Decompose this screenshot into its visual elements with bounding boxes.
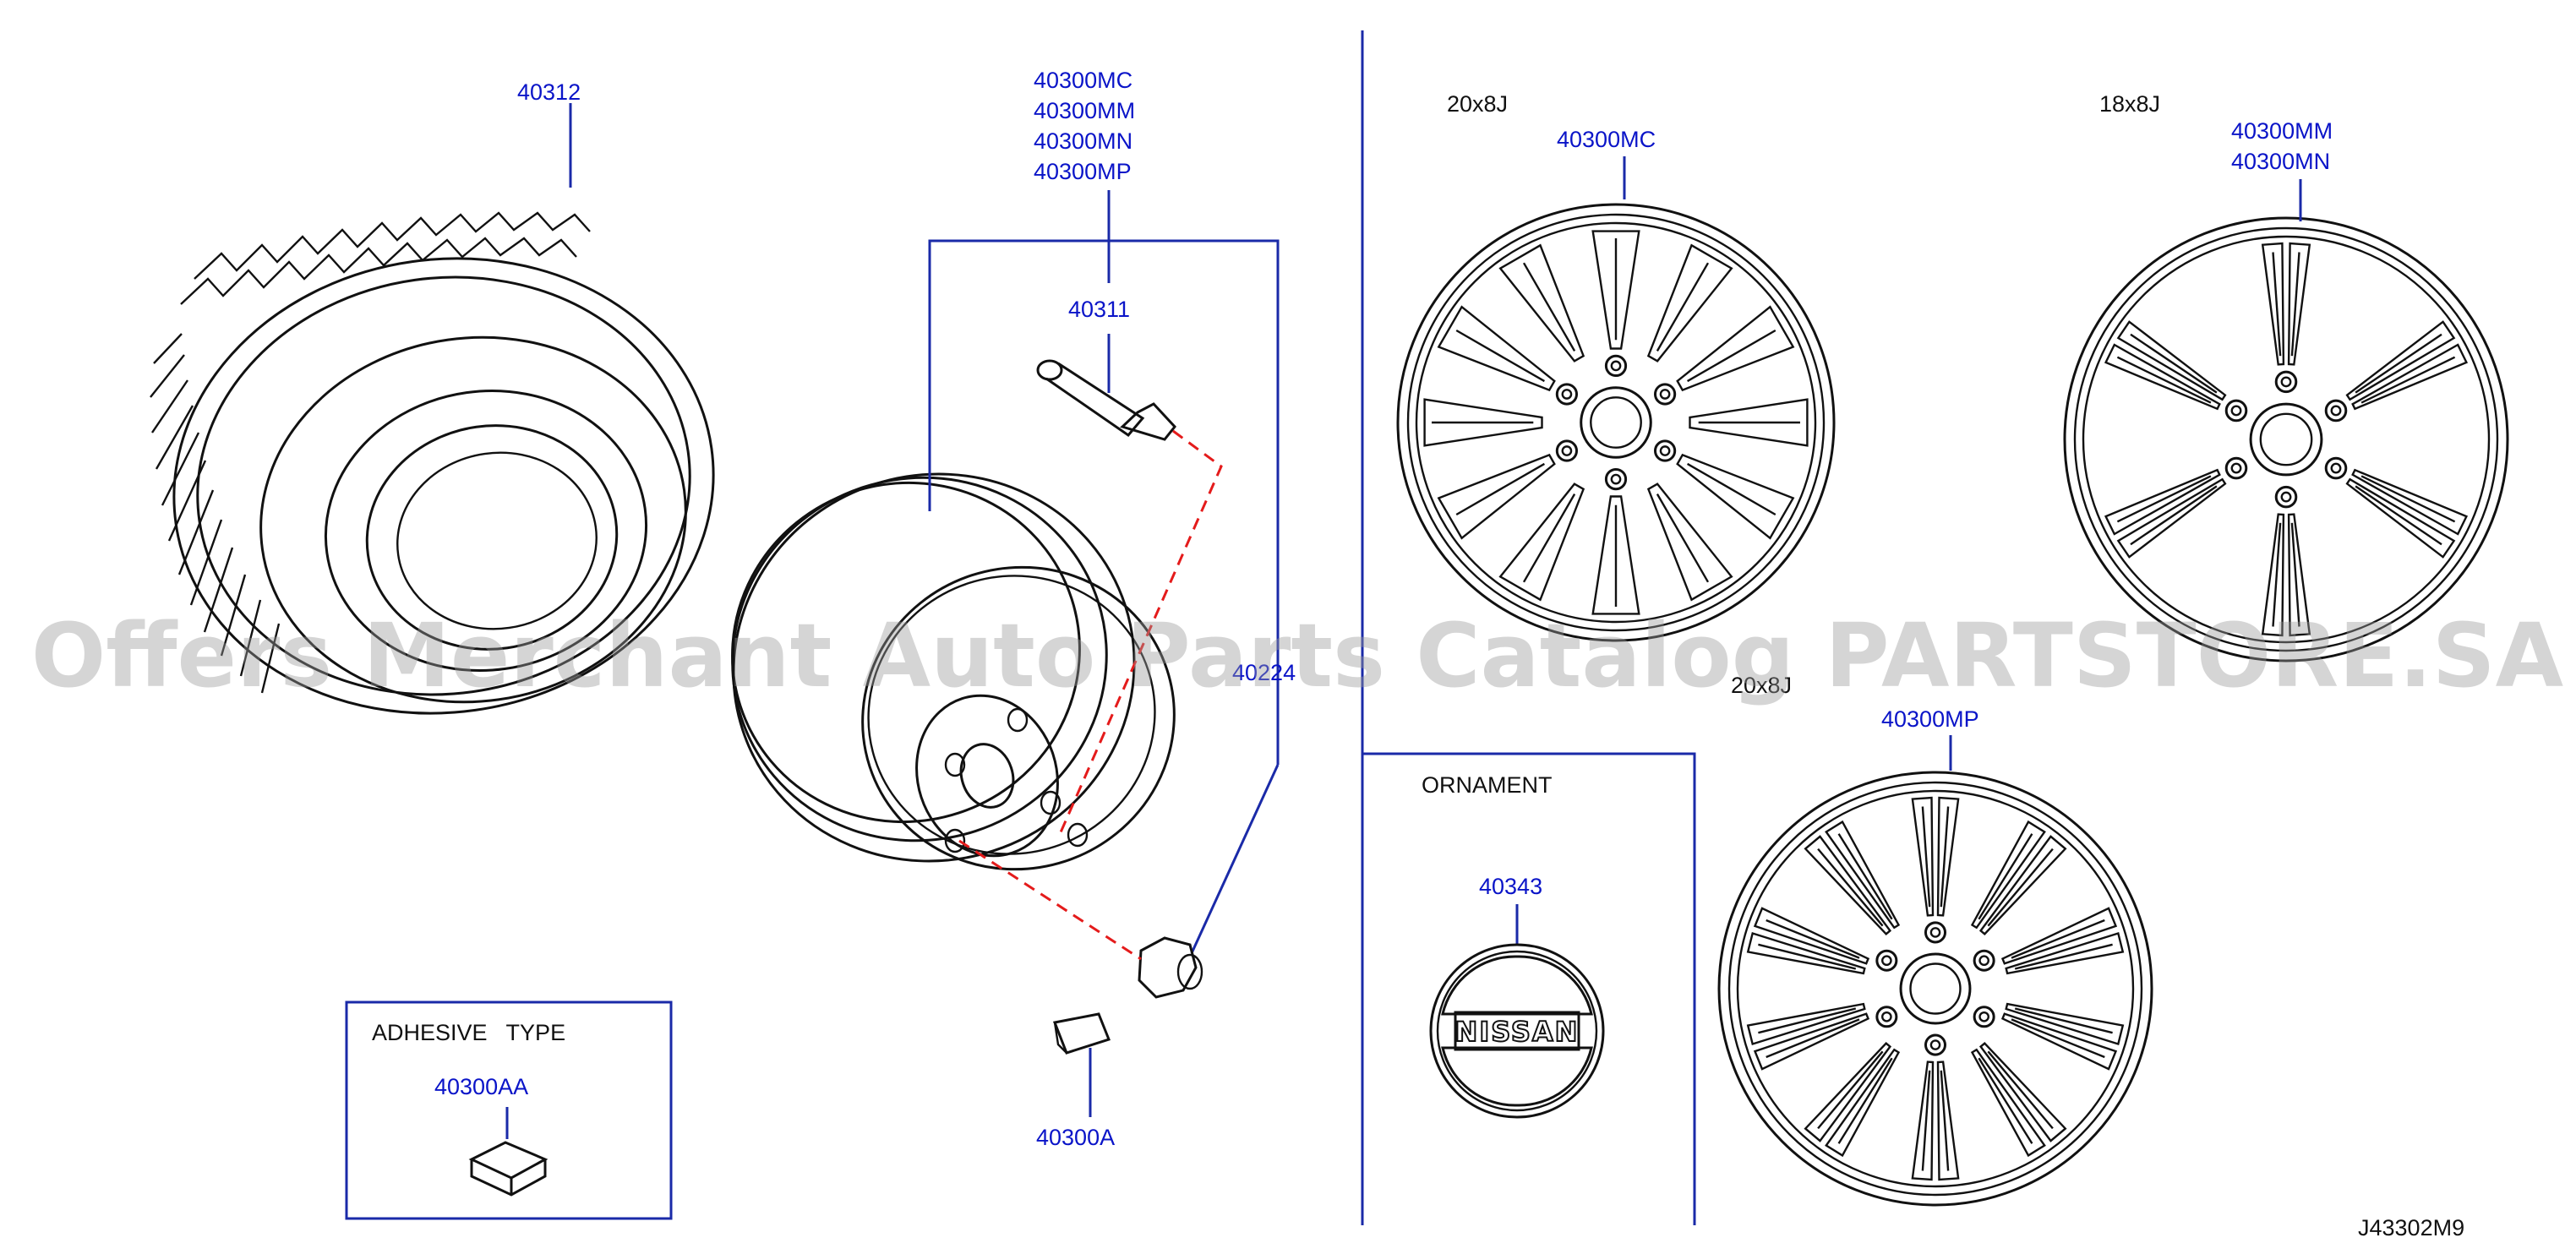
callout-ornament-part[interactable]: 40343 <box>1479 874 1542 899</box>
callout-clip[interactable]: 40300A <box>1036 1125 1115 1150</box>
watermark-text: Offers Merchant Auto Parts Catalog PARTS… <box>31 604 2563 707</box>
callout-wheel-20-b[interactable]: 40300MP <box>1881 706 1979 732</box>
drawing-code: J43302M9 <box>2358 1215 2464 1240</box>
callout-wheel-assy-3[interactable]: 40300MN <box>1034 128 1132 154</box>
ornament-label: ORNAMENT <box>1422 772 1553 798</box>
divider-lines <box>345 30 1696 1225</box>
size-label-20-a: 20x8J <box>1447 91 1508 117</box>
callout-wheel-18-1[interactable]: 40300MM <box>2231 118 2333 144</box>
nut-dash-line <box>958 839 1142 961</box>
alloy-wheel-18[interactable] <box>2063 216 2509 662</box>
adhesive-type-label: ADHESIVE TYPE <box>372 1020 565 1045</box>
callout-adhesive-part[interactable]: 40300AA <box>434 1074 528 1099</box>
size-label-18: 18x8J <box>2099 91 2160 117</box>
callout-valve[interactable]: 40311 <box>1068 297 1130 322</box>
callout-wheel-assy-1[interactable]: 40300MC <box>1034 68 1132 93</box>
center-ornament[interactable]: NISSAN <box>1429 943 1605 1119</box>
callout-wheel-20-a[interactable]: 40300MC <box>1557 127 1656 152</box>
tire-valve[interactable] <box>1036 359 1176 441</box>
callout-tire[interactable]: 40312 <box>517 79 581 105</box>
wheel-nut[interactable] <box>1138 936 1203 999</box>
callout-wheel-assy-2[interactable]: 40300MM <box>1034 98 1135 123</box>
alloy-wheel-20-a[interactable] <box>1396 203 1836 642</box>
tire[interactable] <box>145 211 743 748</box>
wheel-assy-bracket <box>928 190 1280 1117</box>
size-label-20-b: 20x8J <box>1731 673 1792 698</box>
alloy-wheel-20-b[interactable] <box>1717 771 2153 1207</box>
callout-wheel-18-2[interactable]: 40300MN <box>2231 149 2330 174</box>
wheel-assembly[interactable] <box>683 423 1214 913</box>
balance-clip[interactable] <box>1052 1012 1111 1055</box>
adhesive-weight[interactable] <box>468 1141 548 1197</box>
callout-nut[interactable]: 40224 <box>1232 660 1296 685</box>
nissan-emblem-text: NISSAN <box>1455 1016 1580 1048</box>
valve-dash-line <box>1059 429 1223 833</box>
callout-wheel-assy-4[interactable]: 40300MP <box>1034 159 1132 184</box>
